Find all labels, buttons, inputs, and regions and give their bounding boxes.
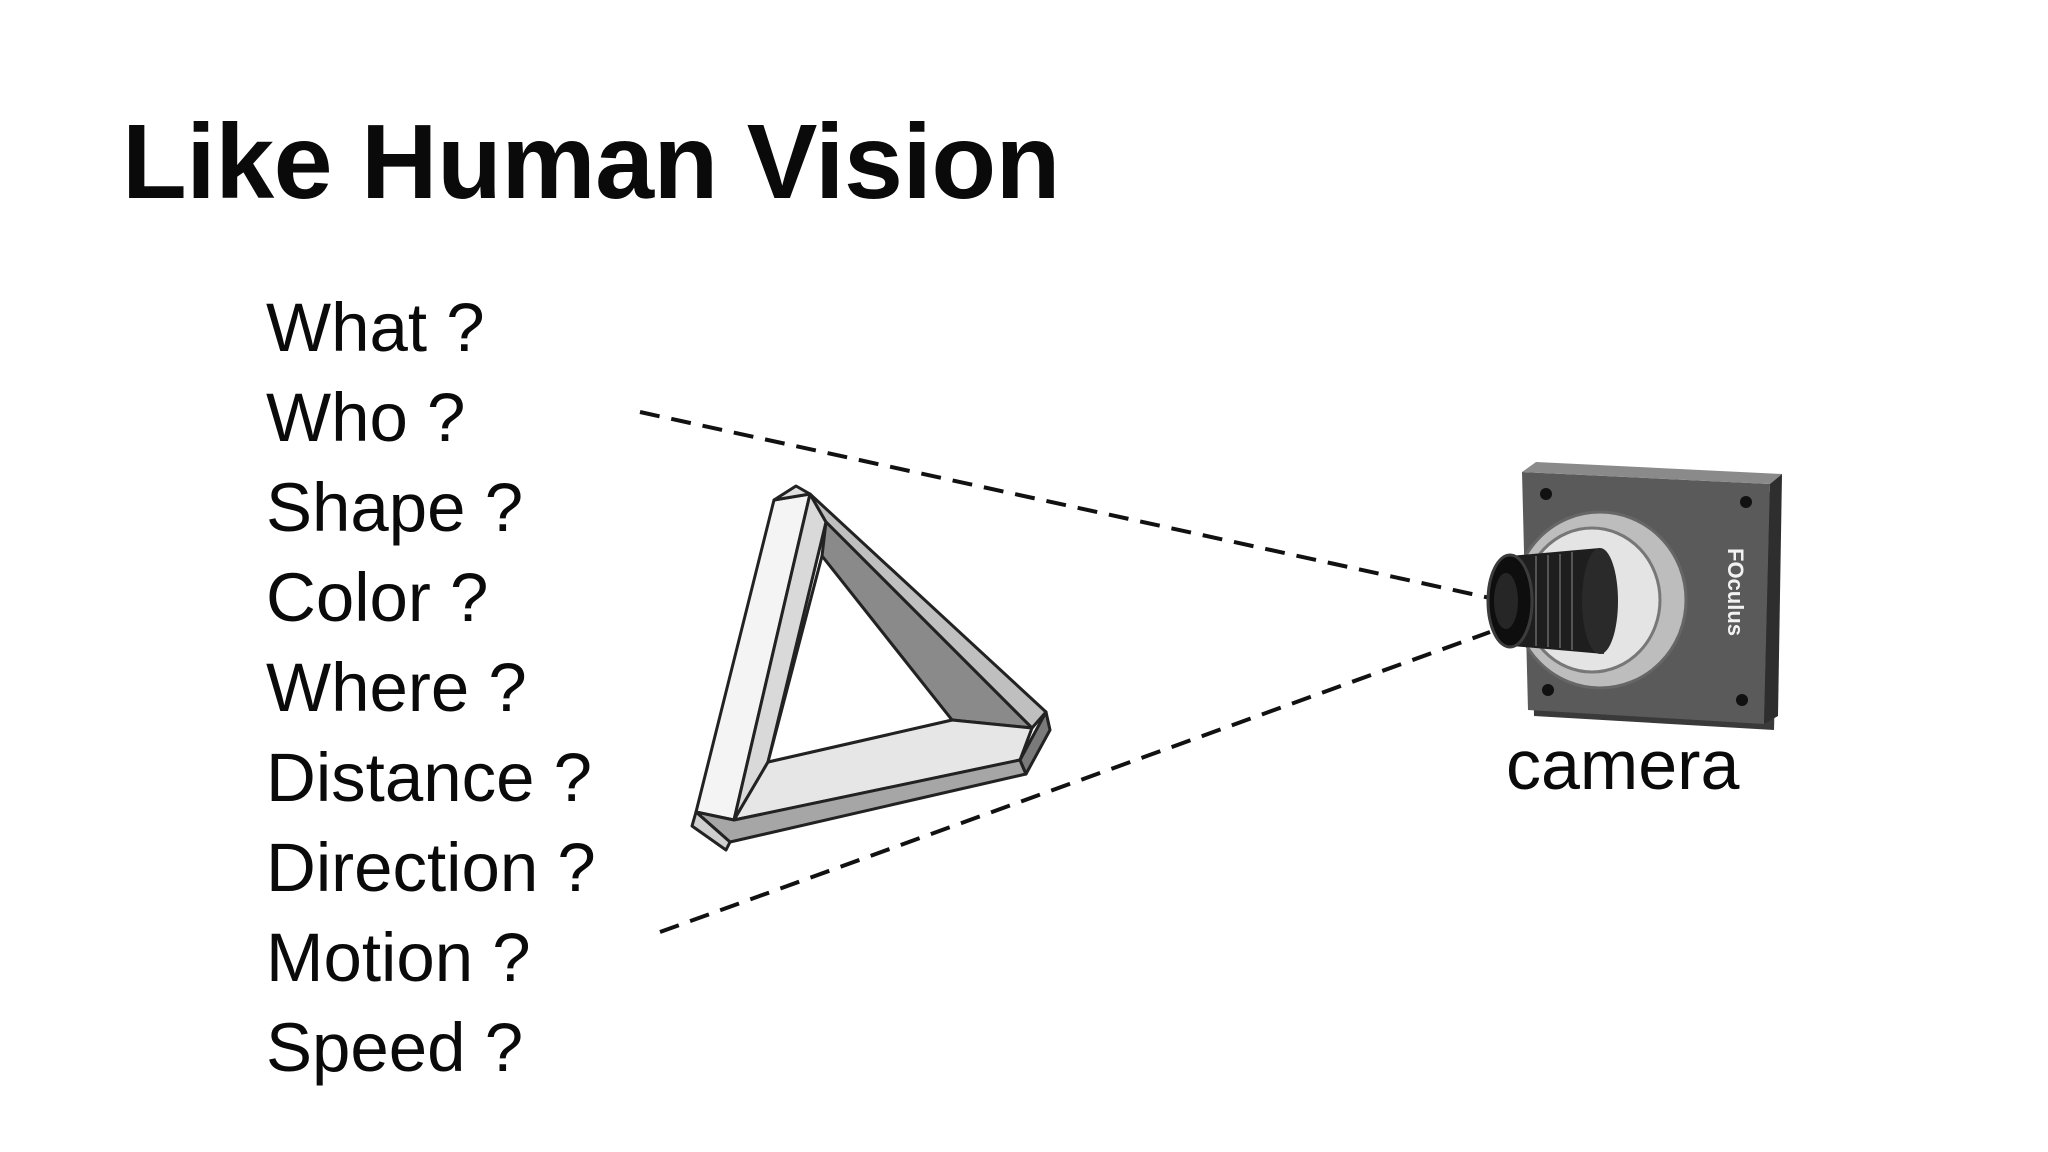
penrose-triangle-icon [690, 484, 1052, 852]
camera-label: camera [1506, 726, 1740, 804]
camera-icon: FOculus [1486, 462, 1782, 730]
lower-sight-line [659, 630, 1491, 934]
question-speed: Speed ? [266, 1009, 524, 1086]
upper-sight-line [639, 410, 1491, 600]
slide-title: Like Human Vision [122, 103, 1060, 221]
camera-brand: FOculus [1723, 548, 1748, 636]
question-where: Where ? [266, 649, 527, 726]
question-who: Who ? [266, 379, 466, 456]
question-distance: Distance ? [266, 739, 592, 816]
question-list: What ? Who ? Shape ? Color ? Where ? Dis… [266, 283, 596, 1093]
question-color: Color ? [266, 559, 489, 636]
question-motion: Motion ? [266, 919, 531, 996]
question-shape: Shape ? [266, 469, 524, 546]
question-what: What ? [266, 289, 485, 366]
question-direction: Direction ? [266, 829, 596, 906]
